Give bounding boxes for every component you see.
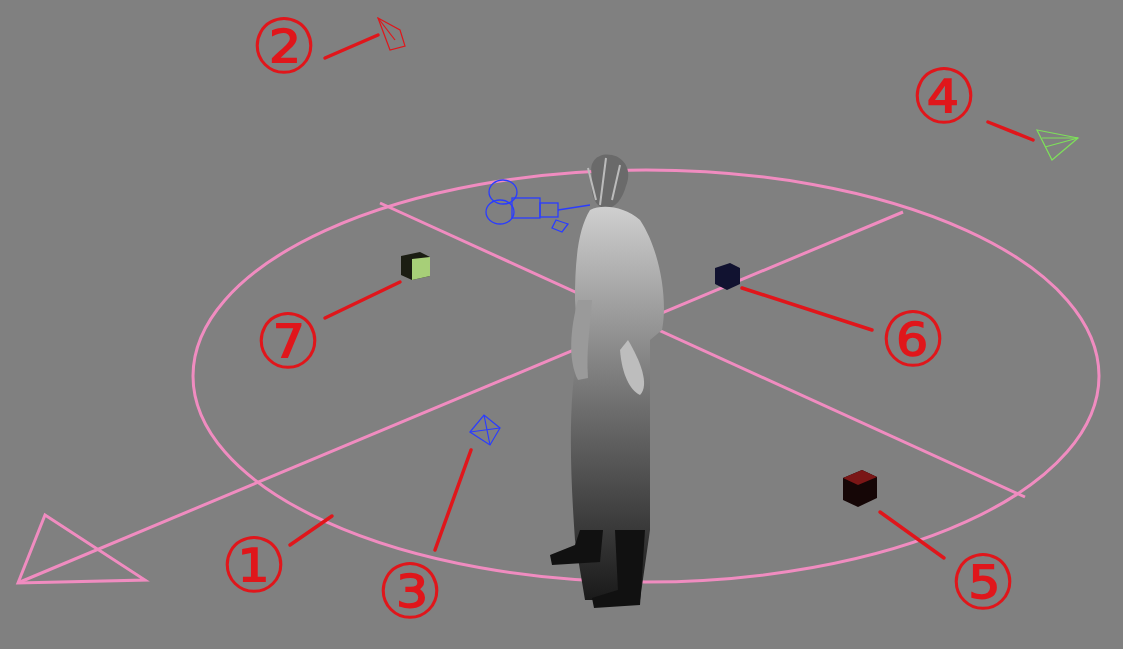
light-cone [1037,130,1078,160]
camera-target [558,205,590,210]
cube-face [412,257,430,280]
callout-number: ⑤ [949,545,1017,621]
boot [592,530,645,608]
camera-cone [378,18,405,50]
callout-number: ② [250,9,318,85]
callout-number: ④ [910,59,978,135]
arm [571,300,592,380]
camera-cone [378,18,395,40]
callout-number: ⑦ [254,304,322,380]
light-cross [380,203,1025,497]
leader-line [880,512,944,558]
spot-light-icon [1037,130,1078,160]
point-light-icon [470,415,500,445]
cube-body [715,263,740,290]
leader-line [742,288,872,330]
leader-lines [290,35,1033,558]
leader-line [290,516,332,545]
leader-line [435,450,471,550]
light-direction [18,515,145,583]
area-light [18,170,1099,583]
light-cone [484,415,490,445]
cube-top [843,470,877,485]
cube-body [401,252,430,280]
hair [588,158,620,205]
light-cone [1045,138,1078,147]
hand [620,340,644,395]
camera-lens [552,220,568,232]
cube [843,470,877,507]
light-cone [470,428,500,432]
cube [401,252,430,280]
callout-number: ⑥ [879,302,947,378]
light-cone [470,415,500,445]
camera-body [512,198,540,218]
light-cross [20,212,903,582]
light-cone [1042,137,1078,138]
leader-line [325,35,378,58]
leader-line [325,282,400,318]
character [550,154,664,608]
boot [550,530,603,565]
cube [715,263,740,290]
camera-reel [486,200,514,224]
leader-line [988,122,1033,140]
head [591,154,628,208]
camera-rig [486,180,590,232]
camera-body [540,203,558,217]
cube-body [843,470,877,507]
callout-number: ③ [376,554,444,630]
callout-number: ① [220,528,288,604]
camera-icon [378,18,405,50]
